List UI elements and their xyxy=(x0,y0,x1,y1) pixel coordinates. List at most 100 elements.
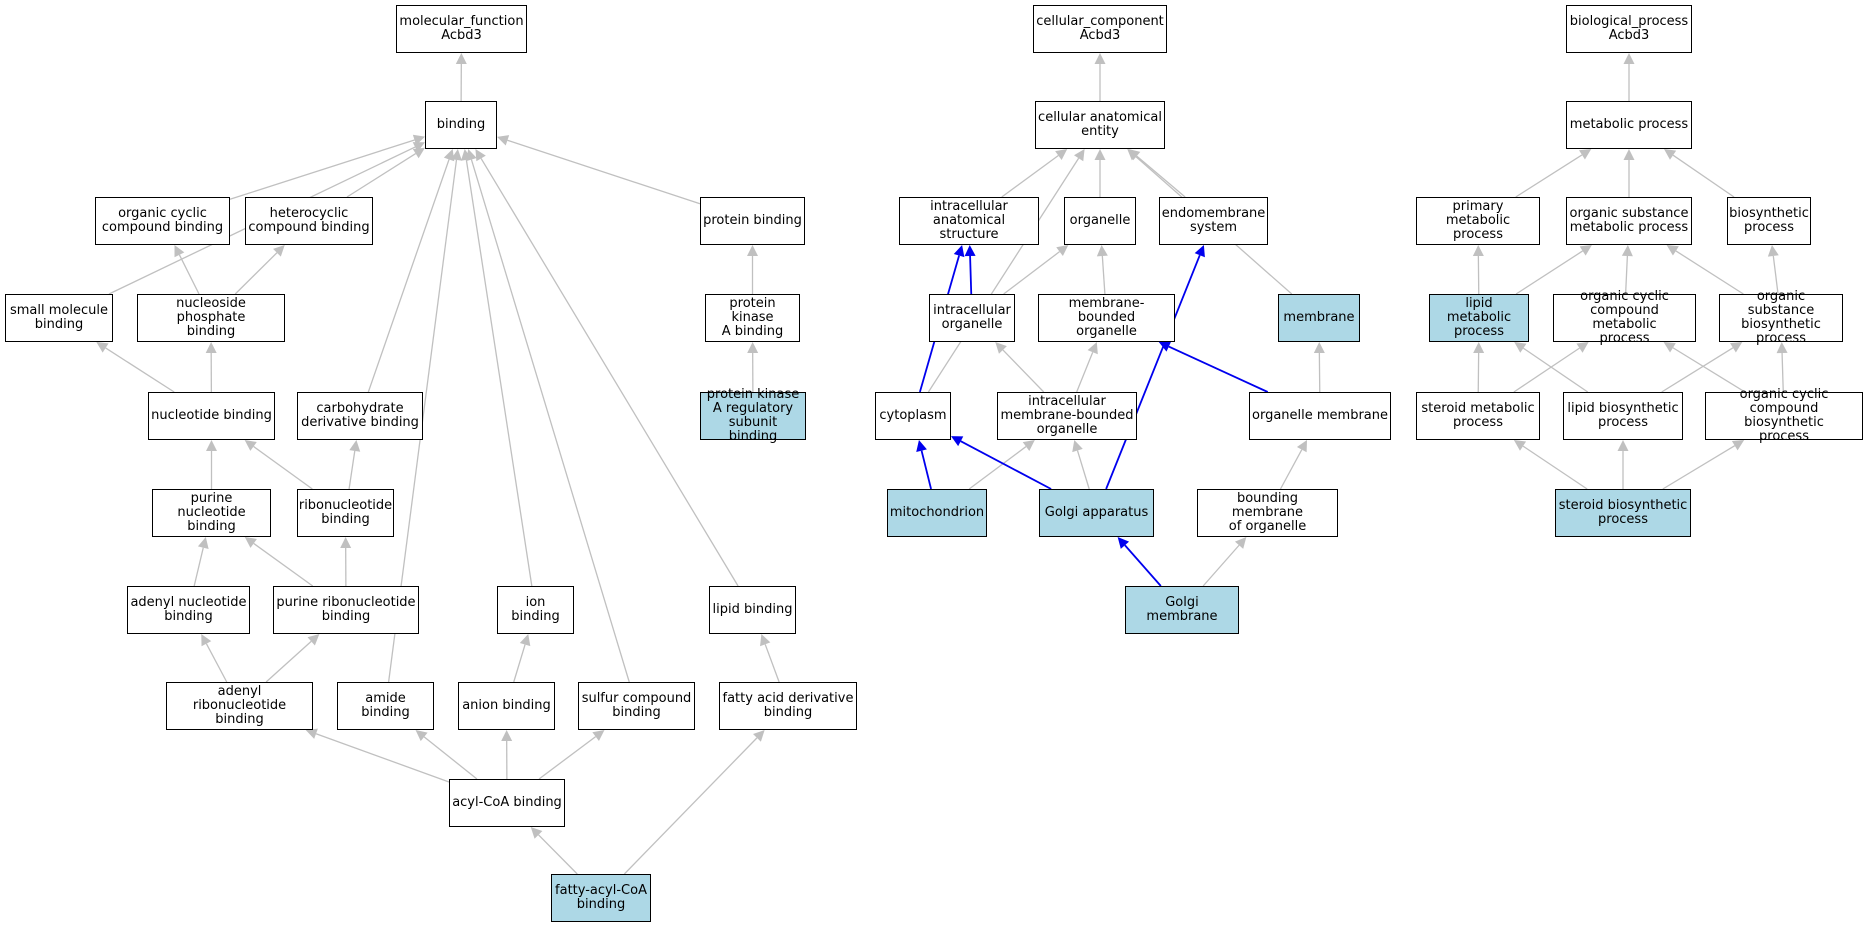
node-golgi-apparatus[interactable]: Golgi apparatus xyxy=(1039,489,1154,537)
arrowhead-intracellular_anatomical_structure-to-cellular_anatomical_entity xyxy=(1055,149,1068,160)
arrowhead-fatty_acyl_coa_binding-to-fatty_acid_derivative_binding xyxy=(753,730,765,742)
node-organic-substance-metabolic-process[interactable]: organic substance metabolic process xyxy=(1566,197,1692,245)
edge-lipid_metabolic_process-to-organic_substance_metabolic_process xyxy=(1515,250,1584,295)
arrowhead-steroid_biosynthetic_process-to-steroid_metabolic_process xyxy=(1513,440,1527,451)
edge-golgi_apparatus-to-cytoplasm xyxy=(960,440,1052,490)
node-ion-binding[interactable]: ion binding xyxy=(497,586,574,634)
arrowhead-purine_ribonucleotide_binding-to-purine_nucleotide_binding xyxy=(244,537,257,548)
arrowhead-intracellular_organelle-to-organelle xyxy=(1056,245,1069,257)
node-amide-binding[interactable]: amide binding xyxy=(337,682,434,730)
arrowhead-lipid_biosynthetic_process-to-organic_substance_biosynthetic_process xyxy=(1730,342,1743,353)
arrowhead-fatty_acid_derivative_binding-to-lipid_binding xyxy=(760,634,771,647)
node-cellular-anatomical-entity[interactable]: cellular anatomical entity xyxy=(1035,101,1165,149)
arrowhead-adenyl_ribonucleotide_binding-to-purine_ribonucleotide_binding xyxy=(307,634,320,646)
node-organic-substance-biosynthetic-process[interactable]: organic substance biosynthetic process xyxy=(1719,290,1843,346)
edge-acyl_coa_binding-to-adenyl_ribonucleotide_binding xyxy=(315,733,450,783)
node-molecular-function-root[interactable]: molecular_function Acbd3 xyxy=(396,5,527,53)
edge-fatty_acyl_coa_binding-to-acyl_coa_binding xyxy=(538,834,578,875)
edge-organic_substance_biosynthetic_process-to-organic_substance_metabolic_process xyxy=(1675,250,1744,295)
arrowhead-organic_cyclic_compound_biosynthetic_process-to-organic_substance_biosynthetic_process xyxy=(1776,342,1788,354)
arrowhead-intracellular_membrane_bounded_organelle-to-membrane_bounded_organelle xyxy=(1087,342,1098,355)
arrowhead-cellular_anatomical_entity-to-cc_root xyxy=(1094,53,1106,64)
edge-ion_binding-to-binding xyxy=(465,159,533,587)
arrowhead-organelle_membrane-to-membrane_bounded_organelle xyxy=(1158,341,1172,352)
node-purine-ribonucleotide-binding[interactable]: purine ribonucleotide binding xyxy=(273,586,419,634)
node-intracellular-anatomical-structure[interactable]: intracellular anatomical structure xyxy=(899,197,1039,245)
arrowhead-golgi_apparatus-to-cytoplasm xyxy=(951,436,964,447)
edge-nucleoside_phosphate_binding-to-heterocyclic_compound_binding xyxy=(234,252,278,295)
node-primary-metabolic-process[interactable]: primary metabolic process xyxy=(1416,197,1540,245)
node-lipid-biosynthetic-process[interactable]: lipid biosynthetic process xyxy=(1563,392,1683,440)
arrowhead-heterocyclic_compound_binding-to-binding xyxy=(412,147,425,159)
edge-steroid_biosynthetic_process-to-steroid_metabolic_process xyxy=(1522,445,1588,490)
node-acyl-coa-binding[interactable]: acyl-CoA binding xyxy=(449,779,565,827)
node-bounding-membrane-of-organelle[interactable]: bounding membrane of organelle xyxy=(1197,489,1338,537)
edge-nucleoside_phosphate_binding-to-organic_cyclic_compound_binding xyxy=(178,254,200,295)
edge-bounding_membrane_of_organelle-to-organelle_membrane xyxy=(1279,449,1303,490)
arrowhead-sulfur_compound_binding-to-binding xyxy=(466,149,477,162)
node-biosynthetic-process[interactable]: biosynthetic process xyxy=(1727,197,1811,245)
node-protein-kinase-a-regulatory-subunit-binding[interactable]: protein kinase A regulatory subunit bind… xyxy=(700,388,806,444)
arrowhead-mitochondrion-to-cytoplasm xyxy=(916,440,927,452)
node-organic-cyclic-compound-metabolic-process[interactable]: organic cyclic compound metabolic proces… xyxy=(1553,290,1696,346)
node-steroid-metabolic-process[interactable]: steroid metabolic process xyxy=(1416,392,1540,440)
node-cellular-component-root[interactable]: cellular_component Acbd3 xyxy=(1033,5,1167,53)
node-adenyl-ribonucleotide-binding[interactable]: adenyl ribonucleotide binding xyxy=(166,682,313,730)
node-organic-cyclic-compound-biosynthetic-process[interactable]: organic cyclic compound biosynthetic pro… xyxy=(1705,388,1863,444)
node-cytoplasm[interactable]: cytoplasm xyxy=(875,392,951,440)
arrowhead-membrane-to-cellular_anatomical_entity xyxy=(1127,149,1140,161)
node-steroid-biosynthetic-process[interactable]: steroid biosynthetic process xyxy=(1555,489,1691,537)
node-intracellular-organelle[interactable]: intracellular organelle xyxy=(929,294,1015,342)
node-carbohydrate-derivative-binding[interactable]: carbohydrate derivative binding xyxy=(297,392,423,440)
node-fatty-acid-derivative-binding[interactable]: fatty acid derivative binding xyxy=(719,682,857,730)
node-anion-binding[interactable]: anion binding xyxy=(458,682,555,730)
node-metabolic-process[interactable]: metabolic process xyxy=(1566,101,1692,149)
node-heterocyclic-compound-binding[interactable]: heterocyclic compound binding xyxy=(245,197,373,245)
node-ribonucleotide-binding[interactable]: ribonucleotide binding xyxy=(297,489,394,537)
arrowhead-organelle_membrane-to-membrane xyxy=(1313,342,1325,354)
arrowhead-fatty_acyl_coa_binding-to-acyl_coa_binding xyxy=(530,827,543,839)
node-intracellular-membrane-bounded-organelle[interactable]: intracellular membrane-bounded organelle xyxy=(997,392,1137,440)
arrowhead-mitochondrion-to-intracellular_membrane_bounded_organelle xyxy=(1022,440,1035,451)
edge-organic_cyclic_compound_biosynthetic_process-to-organic_cyclic_compound_metabolic_process xyxy=(1672,347,1746,393)
edge-protein_binding-to-binding xyxy=(507,139,701,205)
arrowhead-lipid_metabolic_process-to-organic_substance_metabolic_process xyxy=(1579,245,1592,256)
node-small-molecule-binding[interactable]: small molecule binding xyxy=(5,294,113,342)
arrowhead-nucleotide_binding-to-small_molecule_binding xyxy=(96,342,109,353)
node-organelle[interactable]: organelle xyxy=(1064,197,1136,245)
node-lipid-binding[interactable]: lipid binding xyxy=(709,586,796,634)
node-nucleotide-binding[interactable]: nucleotide binding xyxy=(148,392,275,440)
edge-acyl_coa_binding-to-amide_binding xyxy=(423,736,478,780)
node-sulfur-compound-binding[interactable]: sulfur compound binding xyxy=(578,682,695,730)
arrowhead-ribonucleotide_binding-to-nucleotide_binding xyxy=(244,440,257,451)
arrowhead-organic_cyclic_compound_metabolic_process-to-organic_substance_metabolic_process xyxy=(1621,245,1633,257)
node-golgi-membrane[interactable]: Golgi membrane xyxy=(1125,586,1239,634)
arrowhead-steroid_biosynthetic_process-to-lipid_biosynthetic_process xyxy=(1617,440,1629,451)
node-mitochondrion[interactable]: mitochondrion xyxy=(887,489,987,537)
node-lipid-metabolic-process[interactable]: lipid metabolic process xyxy=(1429,294,1529,342)
edge-ribonucleotide_binding-to-carbohydrate_derivative_binding xyxy=(348,450,356,490)
node-binding[interactable]: binding xyxy=(425,101,497,149)
node-fatty-acyl-coa-binding[interactable]: fatty-acyl-CoA binding xyxy=(551,874,651,922)
node-organelle-membrane[interactable]: organelle membrane xyxy=(1249,392,1391,440)
arrowhead-cytoplasm-to-intracellular_anatomical_structure xyxy=(953,245,965,258)
edge-adenyl_nucleotide_binding-to-purine_nucleotide_binding xyxy=(193,547,204,587)
node-protein-kinase-a-binding[interactable]: protein kinase A binding xyxy=(705,294,800,342)
node-nucleoside-phosphate-binding[interactable]: nucleoside phosphate binding xyxy=(137,294,285,342)
edge-nucleotide_binding-to-small_molecule_binding xyxy=(105,347,175,393)
node-endomembrane-system[interactable]: endomembrane system xyxy=(1159,197,1268,245)
edge-organelle_membrane-to-membrane_bounded_organelle xyxy=(1168,345,1269,393)
node-biological-process-root[interactable]: biological_process Acbd3 xyxy=(1566,5,1692,53)
node-protein-binding[interactable]: protein binding xyxy=(700,197,805,245)
edge-fatty_acid_derivative_binding-to-lipid_binding xyxy=(764,644,780,683)
edge-intracellular_organelle-to-intracellular_anatomical_structure xyxy=(969,255,973,295)
edge-lipid_biosynthetic_process-to-organic_substance_biosynthetic_process xyxy=(1661,347,1734,393)
node-membrane[interactable]: membrane xyxy=(1278,294,1360,342)
node-membrane-bounded-organelle[interactable]: membrane-bounded organelle xyxy=(1038,294,1175,342)
node-purine-nucleotide-binding[interactable]: purine nucleotide binding xyxy=(152,489,271,537)
edge-acyl_coa_binding-to-sulfur_compound_binding xyxy=(538,736,597,780)
node-adenyl-nucleotide-binding[interactable]: adenyl nucleotide binding xyxy=(127,586,250,634)
node-organic-cyclic-compound-binding[interactable]: organic cyclic compound binding xyxy=(95,197,230,245)
arrowhead-membrane_bounded_organelle-to-organelle xyxy=(1096,245,1108,257)
